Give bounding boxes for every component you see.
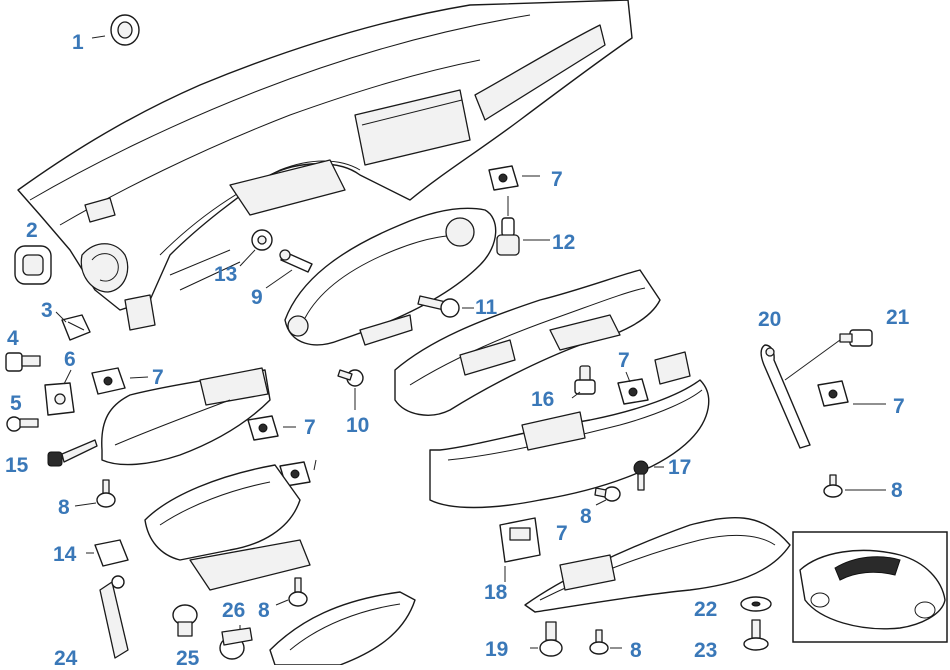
stay-rod-24 (99, 575, 129, 659)
washer-22 (740, 596, 772, 612)
vent-trim-ring (14, 245, 52, 285)
storage-tray (269, 591, 416, 665)
lower-support-panel (144, 464, 311, 591)
screw-10 (337, 369, 364, 387)
callout-20: 20 (758, 308, 782, 331)
screw-11 (417, 295, 460, 318)
clip-nut-7b (488, 165, 519, 191)
callout-2: 2 (26, 219, 38, 242)
clip-14 (94, 539, 129, 567)
callout-11: 11 (475, 296, 498, 319)
hex-screw-4 (5, 352, 41, 372)
screw-17 (633, 460, 649, 491)
support-bracket-20 (760, 344, 811, 449)
clip-nut-7e (617, 378, 649, 405)
bolt-21 (839, 329, 873, 347)
callout-26: 26 (222, 599, 246, 622)
callout-12: 12 (552, 231, 576, 254)
callout-7b: 7 (551, 168, 563, 191)
callout-8b: 8 (258, 599, 270, 622)
callout-8c: 8 (580, 505, 592, 528)
left-knee-trim (101, 367, 271, 466)
dashboard-panel (17, 0, 633, 331)
bracket-clip (61, 314, 91, 341)
callout-14: 14 (53, 543, 77, 566)
clip-nut-7c (247, 415, 279, 441)
screw-8c (594, 486, 621, 502)
clip-13 (251, 229, 273, 251)
callout-3: 3 (41, 299, 53, 322)
small-screw-5 (6, 416, 39, 432)
callout-7d: 7 (556, 522, 568, 545)
callout-23: 23 (694, 639, 718, 662)
instrument-cluster-trim (284, 207, 497, 346)
callout-7c: 7 (304, 416, 316, 439)
rod-9 (279, 249, 313, 273)
callout-9: 9 (251, 286, 263, 309)
callout-8d: 8 (630, 639, 642, 662)
clip-nut-7f (817, 380, 849, 407)
push-fastener-12 (496, 217, 520, 256)
hinge-26 (219, 627, 253, 660)
callout-1: 1 (72, 31, 84, 54)
damper-25 (172, 604, 198, 637)
callout-13: 13 (214, 263, 238, 286)
vehicle-location-inset (792, 531, 948, 643)
callout-7f: 7 (893, 395, 905, 418)
callout-7a: 7 (152, 366, 164, 389)
bolt-23 (743, 619, 769, 651)
lower-dash-panel (429, 351, 710, 509)
callout-16: 16 (531, 388, 555, 411)
callout-25: 25 (176, 647, 200, 670)
callout-4: 4 (7, 327, 19, 350)
callout-8e: 8 (891, 479, 903, 502)
screw-8e (823, 474, 843, 498)
long-screw-15 (47, 439, 98, 467)
callout-18: 18 (484, 581, 508, 604)
clip-19 (539, 621, 563, 657)
callout-19: 19 (485, 638, 509, 661)
center-tunnel-cover (524, 517, 791, 613)
callout-22: 22 (694, 598, 718, 621)
callout-21: 21 (886, 306, 910, 329)
screw-8b (288, 577, 308, 607)
bolt-16 (574, 365, 596, 395)
callout-17: 17 (668, 456, 692, 479)
callout-6: 6 (64, 348, 76, 371)
plate-nut-6 (44, 382, 75, 416)
callout-15: 15 (5, 454, 29, 477)
callout-10: 10 (346, 414, 370, 437)
screw-8d (589, 629, 609, 655)
callout-8a: 8 (58, 496, 70, 519)
callout-5: 5 (10, 392, 22, 415)
switch-housing-18 (499, 517, 541, 563)
center-console-trim (394, 269, 661, 416)
callout-24: 24 (54, 647, 78, 670)
grommet-ring (110, 14, 140, 46)
callout-7e: 7 (618, 349, 630, 372)
clip-nut-7a (91, 367, 126, 395)
screw-8a (96, 479, 116, 508)
